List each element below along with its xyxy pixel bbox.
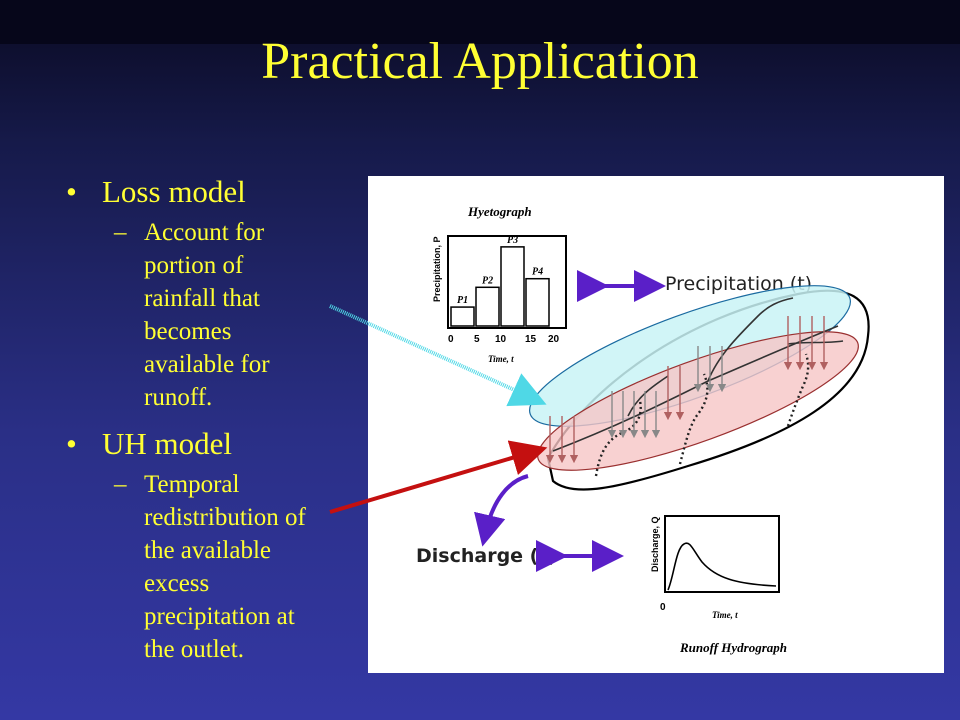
- hyetograph-bar: [500, 246, 525, 327]
- tributary: [627, 375, 669, 417]
- main-channel: [552, 325, 839, 452]
- hydrograph-xlabel: Time, t: [712, 610, 738, 620]
- sub-line: becomes: [144, 318, 232, 345]
- sub-line: Account for: [144, 219, 265, 246]
- bullet-loss-model: • Loss model: [62, 172, 362, 212]
- bullet-label: Loss model: [102, 174, 246, 209]
- sub-bullet-uh-model: – Temporal redistribution of the availab…: [62, 468, 362, 666]
- stream-network: [552, 297, 844, 452]
- hyetograph-bar-label: P3: [507, 235, 518, 246]
- sub-line: Temporal: [144, 471, 240, 498]
- bullet-dot: •: [66, 174, 77, 209]
- hyetograph-xlabel: Time, t: [488, 354, 514, 364]
- runoff-hydrograph: Discharge, Q 0 Time, t Runoff Hydrograph: [650, 515, 787, 655]
- sub-line: the outlet.: [144, 636, 244, 663]
- hydrograph-ylabel: Discharge, Q: [650, 516, 660, 572]
- rain-arrows: [545, 316, 829, 464]
- bullet-list: • Loss model – Account for portion of ra…: [62, 172, 362, 676]
- slide-top-bar: [0, 0, 960, 44]
- sub-line: excess: [144, 570, 210, 597]
- discharge-link: Discharge (t): [416, 540, 624, 572]
- hyetograph-bar-label: P2: [482, 275, 493, 286]
- sub-line: runoff.: [144, 384, 213, 411]
- outlet-arrow: [474, 474, 529, 547]
- hydrograph-curve: [667, 542, 777, 591]
- hydrograph-zero: 0: [660, 602, 666, 613]
- slide-title: Practical Application: [261, 33, 699, 90]
- sub-line: rainfall that: [144, 285, 260, 312]
- hydrograph-frame: [664, 515, 780, 593]
- tick-0: 0: [448, 334, 454, 345]
- bullet-uh-model: • UH model: [62, 424, 362, 464]
- sub-bullet-dash: –: [114, 219, 127, 246]
- tick-10: 10: [495, 334, 507, 345]
- sub-line: portion of: [144, 252, 244, 279]
- hyetograph-bar: [450, 306, 475, 327]
- hyetograph-frame: [447, 235, 567, 329]
- hyetograph-ylabel: Precipitation, P: [432, 236, 442, 302]
- sub-bullet-dash: –: [114, 471, 127, 498]
- tick-15: 15: [525, 334, 537, 345]
- sub-line: redistribution of: [144, 504, 306, 531]
- loss-model-pointer-arrow: [329, 304, 547, 407]
- sub-line: available for: [144, 351, 270, 378]
- sub-bullet-loss-model: – Account for portion of rainfall that b…: [62, 216, 362, 414]
- bullet-dot: •: [66, 426, 77, 461]
- sub-line: the available: [144, 537, 272, 564]
- tick-5: 5: [474, 334, 480, 345]
- tick-20: 20: [548, 334, 560, 345]
- tributary: [707, 297, 794, 382]
- uh-model-pointer-arrow: [329, 440, 548, 514]
- hyetograph-bar-label: P4: [532, 267, 543, 278]
- tributary: [787, 340, 844, 345]
- sub-line: precipitation at: [144, 603, 295, 630]
- hyetograph-bar-label: P1: [457, 295, 468, 306]
- hyetograph-title: Hyetograph: [467, 204, 532, 219]
- bullet-label: UH model: [102, 426, 233, 461]
- discharge-label: Discharge (t): [416, 545, 556, 567]
- hydrograph-caption: Runoff Hydrograph: [679, 640, 787, 655]
- divide: [594, 400, 642, 477]
- hyetograph-bar: [525, 277, 550, 327]
- hyetograph-bar: [475, 286, 500, 327]
